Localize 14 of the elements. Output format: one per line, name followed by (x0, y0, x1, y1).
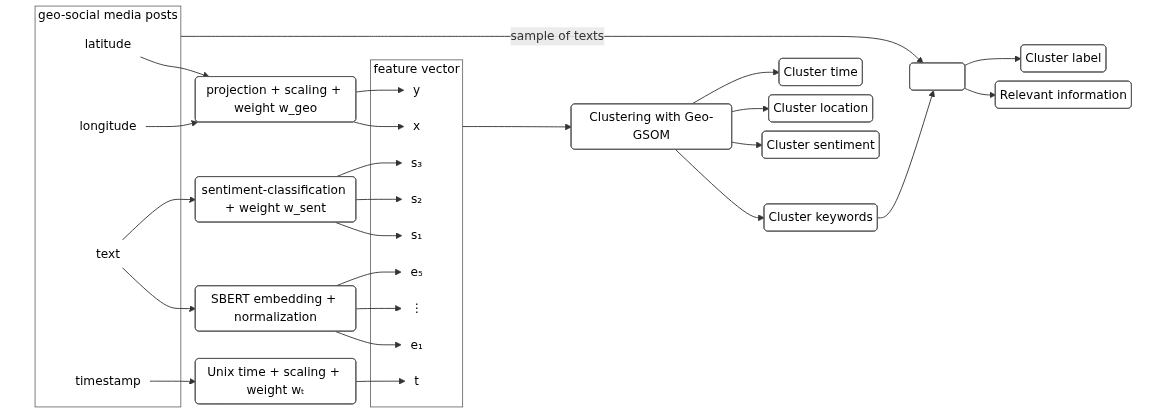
edge-label: sample of texts (510, 28, 605, 44)
node-text: s₃ (411, 155, 423, 170)
node-text: t (414, 373, 420, 388)
node-text: longitude (79, 118, 137, 134)
node-text: ⋮ (410, 300, 423, 316)
node-text: x (413, 118, 421, 134)
node-text: s₁ (411, 228, 423, 243)
node-text: e₁ (410, 337, 424, 352)
node-text: text (96, 246, 121, 261)
node-text: s₂ (411, 191, 423, 207)
node-text: latitude (84, 36, 132, 51)
node-text: y (413, 82, 421, 97)
node-text: e₅ (410, 264, 424, 279)
node-text: timestamp (75, 373, 141, 388)
